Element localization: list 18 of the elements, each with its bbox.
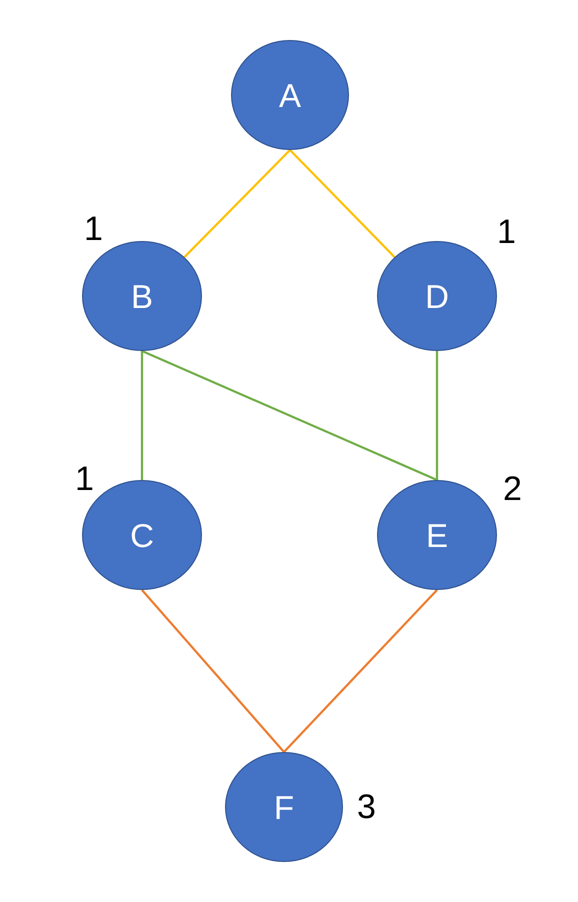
connector-line [140, 351, 144, 480]
connector-line [289, 149, 396, 258]
connector-line [142, 350, 438, 481]
node-label: E [426, 518, 448, 552]
connector-line [184, 149, 291, 258]
node-label: A [278, 78, 301, 112]
node-label: D [425, 280, 449, 312]
node-label: B [130, 280, 153, 312]
connector-line [436, 351, 438, 480]
node-number-label: 1 [84, 212, 103, 246]
node-label: F [274, 790, 294, 824]
connector-line [283, 589, 438, 753]
node-number-label: 1 [75, 462, 94, 496]
connector-line [141, 589, 285, 753]
node-number-label: 2 [503, 472, 522, 506]
node-number-label: 1 [497, 215, 516, 249]
node-number-label: 3 [357, 790, 376, 824]
node-label: C [130, 518, 154, 552]
